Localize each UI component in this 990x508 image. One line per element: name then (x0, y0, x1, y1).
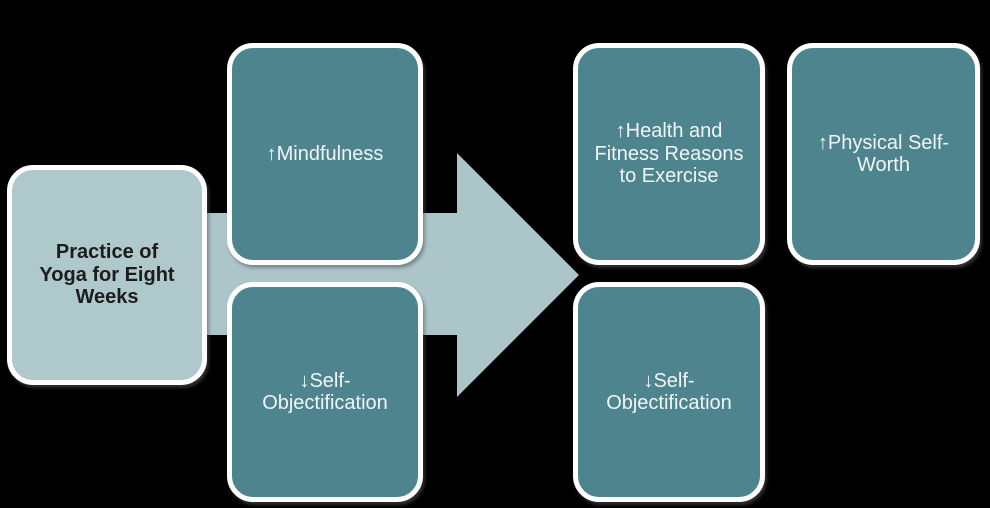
node-self-objectification-mediator-label: ↓Self- Objectification (262, 369, 388, 414)
node-practice-of-yoga: Practice of Yoga for Eight Weeks (7, 165, 207, 385)
node-mindfulness: ↑Mindfulness (227, 43, 423, 265)
node-health-fitness-reasons-label: ↑Health and Fitness Reasons to Exercise (594, 120, 744, 188)
node-self-objectification-outcome: ↓Self- Objectification (573, 282, 765, 502)
node-self-objectification-outcome-label: ↓Self- Objectification (606, 369, 732, 414)
node-physical-self-worth: ↑Physical Self- Worth (787, 43, 980, 265)
node-practice-label: Practice of Yoga for Eight Weeks (39, 241, 175, 309)
node-self-objectification-mediator: ↓Self- Objectification (227, 282, 423, 502)
node-health-fitness-reasons: ↑Health and Fitness Reasons to Exercise (573, 43, 765, 265)
node-mindfulness-label: ↑Mindfulness (266, 142, 384, 165)
node-physical-self-worth-label: ↑Physical Self- Worth (817, 131, 950, 176)
